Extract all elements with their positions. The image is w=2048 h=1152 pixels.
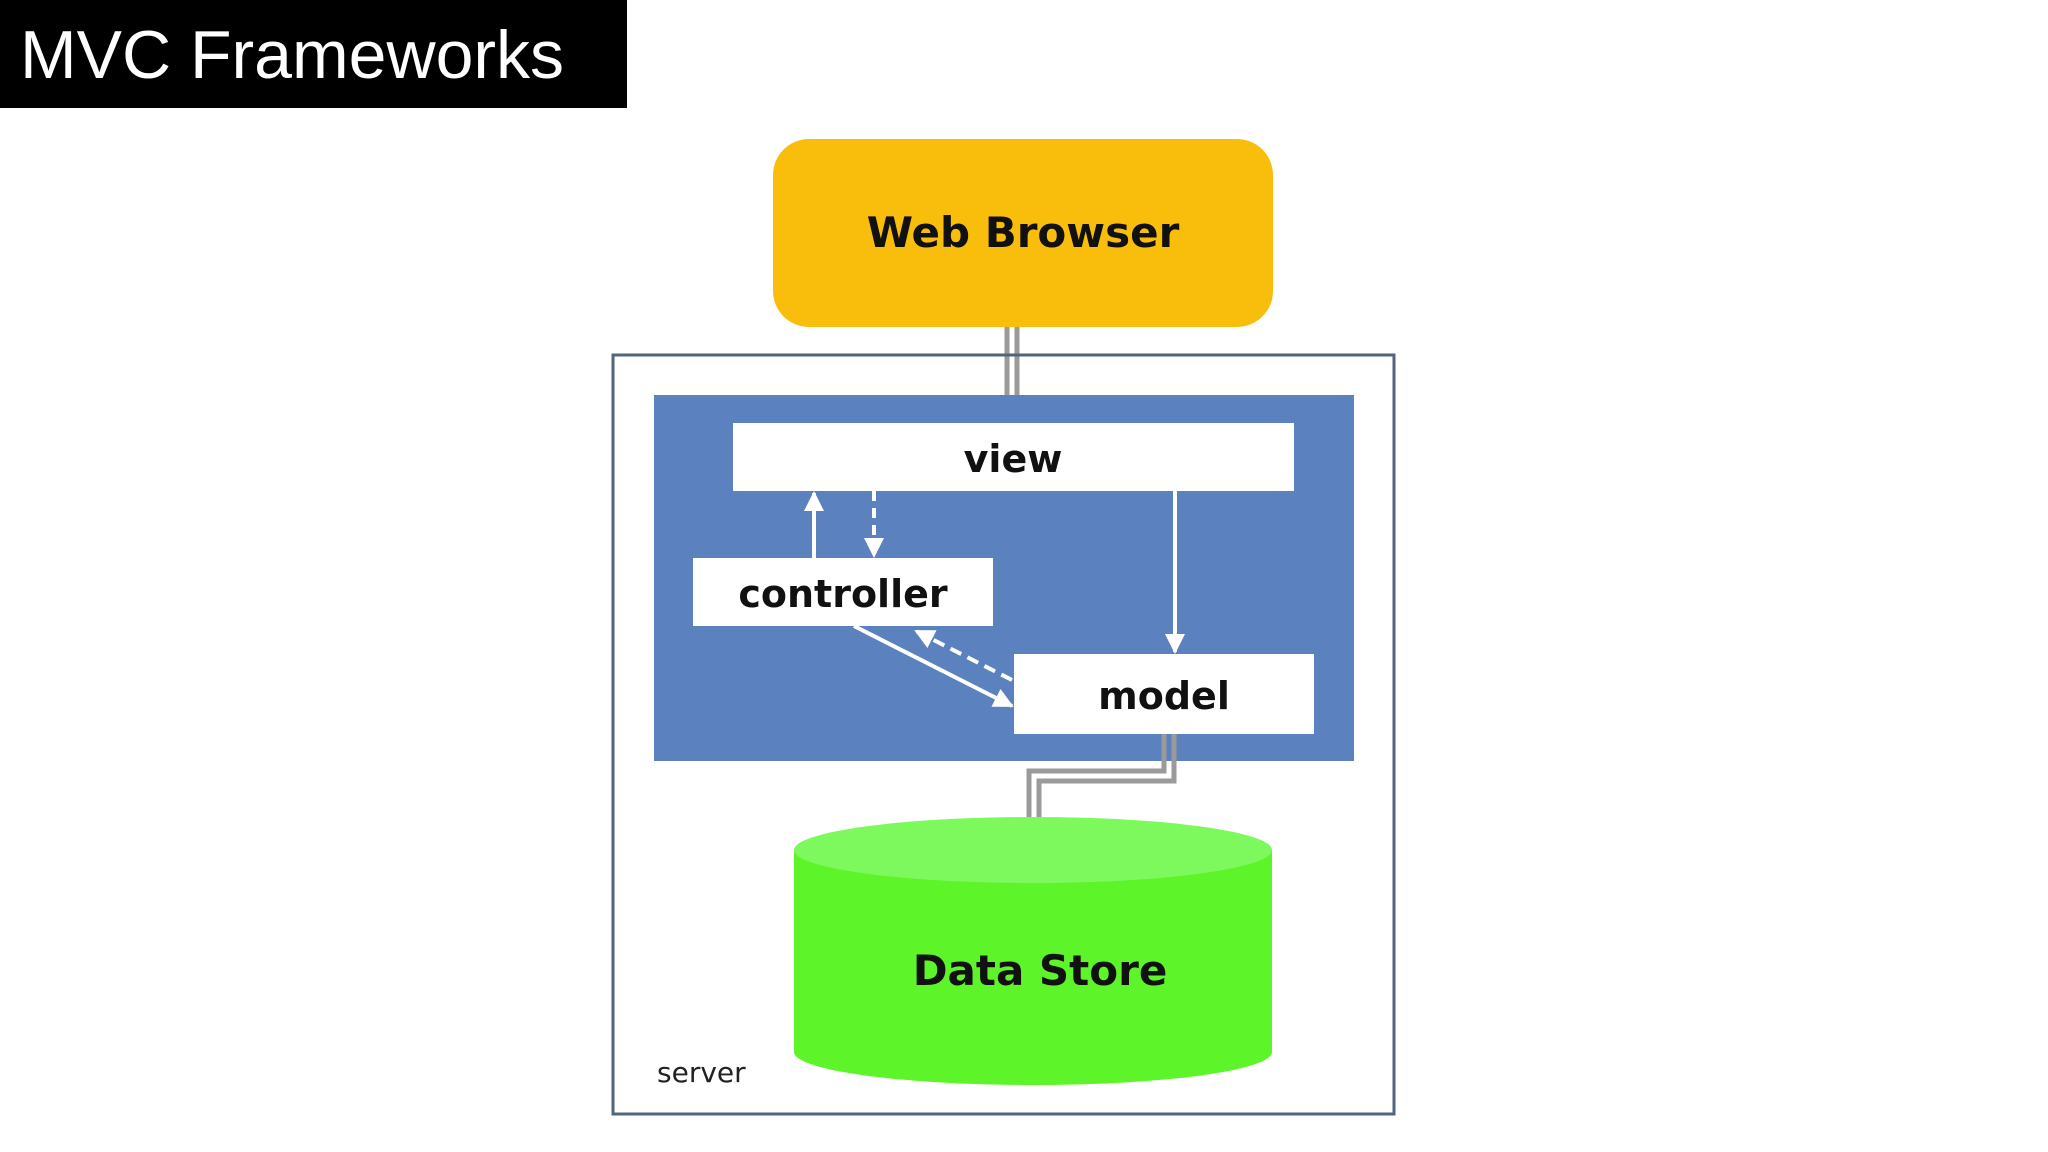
controller-label: controller bbox=[738, 572, 948, 616]
slide-title: MVC Frameworks bbox=[20, 17, 565, 93]
server-box bbox=[611, 353, 1396, 1116]
server-label: server bbox=[657, 1056, 746, 1089]
view-box bbox=[733, 423, 1294, 491]
controller-box bbox=[693, 558, 993, 626]
model-label: model bbox=[1098, 674, 1230, 718]
view-label: view bbox=[964, 437, 1063, 481]
web-browser-label: Web Browser bbox=[867, 208, 1180, 257]
model-datastore-connector bbox=[1026, 734, 1177, 820]
title-bar: MVC Frameworks bbox=[0, 0, 627, 108]
data-store-label: Data Store bbox=[913, 946, 1168, 995]
data-store-cylinder bbox=[794, 817, 1272, 1085]
model-box bbox=[1014, 654, 1314, 734]
arrow-controller-to-model bbox=[853, 624, 1014, 708]
web-browser-box bbox=[773, 139, 1273, 327]
